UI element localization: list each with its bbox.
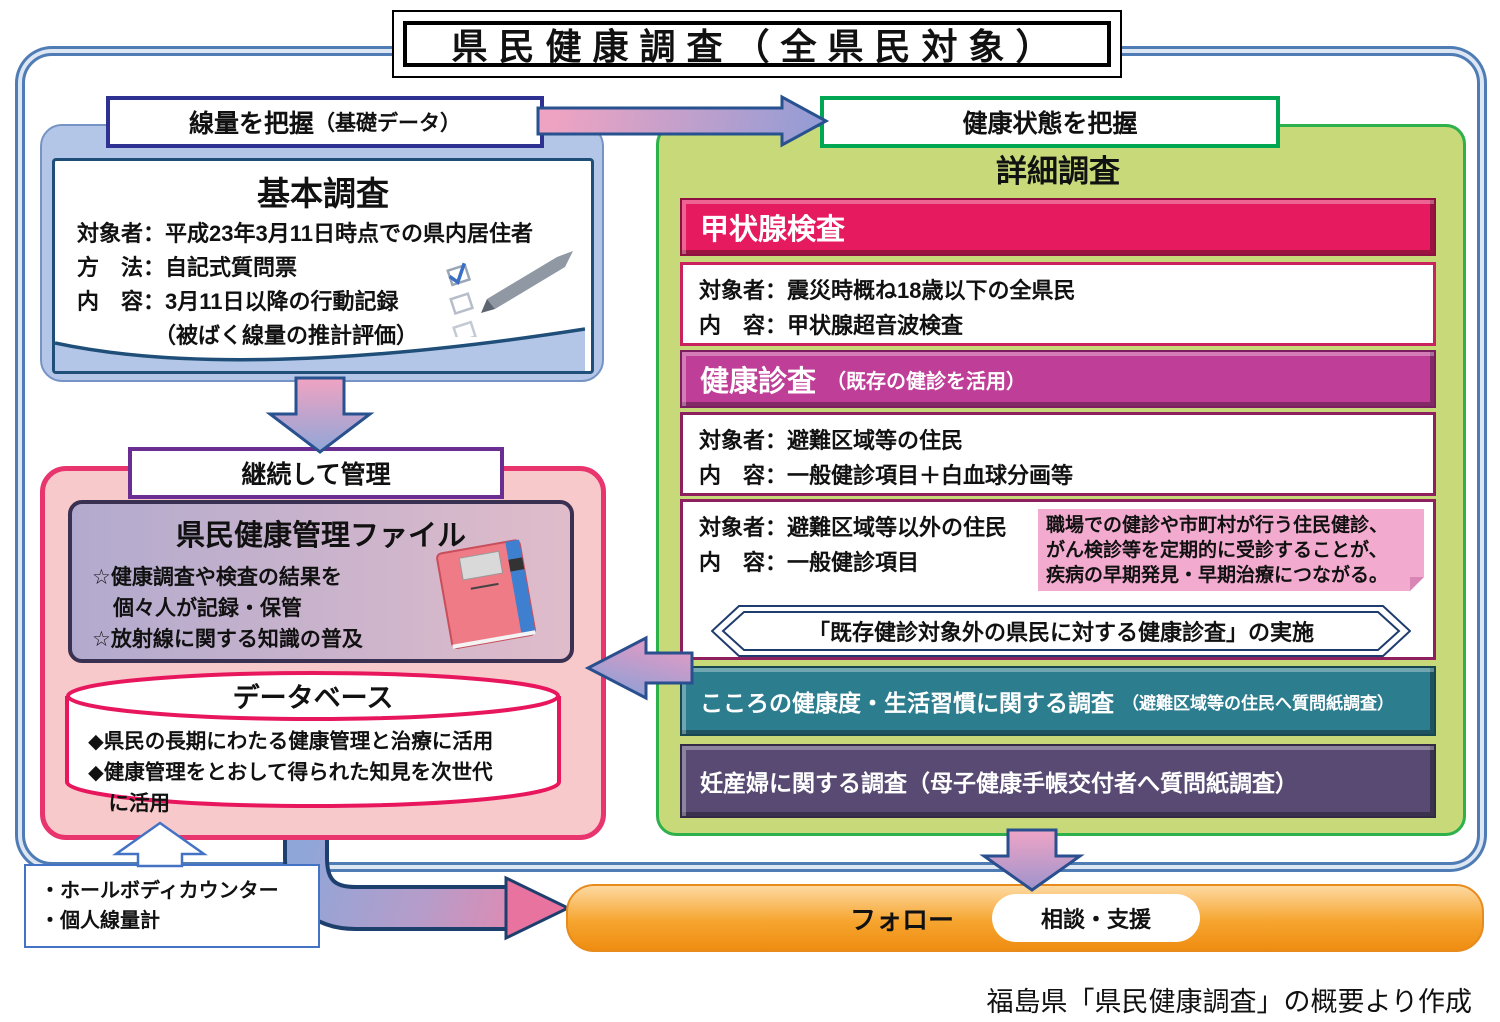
checkup2-line-2: 内 容：一般健診項目 [699,550,920,575]
wave-edge [55,327,585,371]
notebook-illustration [436,539,536,649]
health-file-line-1: ☆健康調査や検査の結果を [92,566,342,589]
checklist-pen-illustration [446,251,573,337]
database-line-3: に活用 [88,792,170,815]
basic-survey-title: 基本調査 [257,175,389,212]
pregnant-survey-bar: 妊産婦に関する調査（母子健康手帳交付者へ質問紙調査） [680,744,1436,818]
checkup-header-sub: （既存の健診を活用） [826,370,1027,393]
main-title: 県民健康調査（全県民対象） [392,10,1122,78]
dose-label-main: 線量を把握 [188,110,314,138]
note-line-1: 職場での健診や市町村が行う住民健診、 [1046,515,1389,536]
basic-line-1: 対象者：平成23年3月11日時点での県内居住者 [77,221,533,246]
support-pill: 相談・支援 [992,894,1200,942]
basic-line-3: 内 容：3月11日以降の行動記録 [77,289,399,314]
counter-line-2: ・個人線量計 [40,910,160,932]
health-file-title: 県民健康管理ファイル [175,520,466,552]
basic-survey-box: 基本調査 対象者：平成23年3月11日時点での県内居住者 方 法：自記式質問票 … [52,158,594,374]
follow-bar: フォロー 相談・支援 [566,884,1484,952]
cylinder-shape [65,671,561,808]
follow-label: フォロー [849,904,954,935]
basic-line-2: 方 法：自記式質問票 [77,255,298,280]
checkup2-line-1: 対象者：避難区域等以外の住民 [699,515,1008,540]
note-line-2: がん検診等を定期的に受診することが、 [1046,540,1388,561]
database-cylinder: データベース ◆県民の長期にわたる健康管理と治療に活用 ◆健康管理をとおして得ら… [64,670,562,815]
health-label: 健康状態を把握 [820,96,1280,148]
counter-line-1: ・ホールボディカウンター [40,880,279,902]
checkup-box-2: 対象者：避難区域等以外の住民 内 容：一般健診項目 職場での健診や市町村が行う住… [680,499,1436,660]
banner-hexagon [711,605,1411,657]
footer-credit: 福島県「県民健康調査」の概要より作成 [986,987,1472,1017]
checkup-box-1: 対象者：避難区域等の住民 内 容：一般健診項目＋白血球分画等 [680,412,1436,496]
banner-text: 「既存健診対象外の県民に対する健康診査」の実施 [807,620,1314,645]
manage-label: 継続して管理 [128,447,504,499]
note-fold-corner [1410,577,1424,591]
basic-line-4: （被ばく線量の推計評価） [77,323,419,348]
mental-survey-bar: こころの健康度・生活習慣に関する調査 （避難区域等の住民へ質問紙調査） [680,666,1436,736]
dose-label-sub: （基礎データ） [314,112,461,135]
database-title: データベース [232,683,394,713]
checkup-header-main: 健康診査 [700,366,817,398]
thyroid-box: 対象者：震災時概ね18歳以下の全県民 内 容：甲状腺超音波検査 [680,262,1436,346]
health-file-line-3: ☆放射線に関する知識の普及 [92,628,363,651]
health-file-line-2: 個々人が記録・保管 [92,597,302,620]
dose-label: 線量を把握（基礎データ） [106,96,544,148]
database-line-2: ◆健康管理をとおして得られた知見を次世代 [88,761,493,784]
thyroid-header-bar: 甲状腺検査 [680,198,1436,256]
note-sticky: 職場での健診や市町村が行う住民健診、 がん検診等を定期的に受診することが、 疾病… [1038,509,1424,591]
thyroid-line-2: 内 容：甲状腺超音波検査 [699,313,964,338]
mental-label: こころの健康度・生活習慣に関する調査 [700,690,1114,716]
database-line-1: ◆県民の長期にわたる健康管理と治療に活用 [88,730,494,753]
checkup1-line-2: 内 容：一般健診項目＋白血球分画等 [699,463,1074,488]
counter-box: ・ホールボディカウンター ・個人線量計 [24,864,320,948]
checkup-header-bar: 健康診査 （既存の健診を活用） [680,350,1436,408]
thyroid-line-1: 対象者：震災時概ね18歳以下の全県民 [699,278,1076,303]
health-file-box: 県民健康管理ファイル ☆健康調査や検査の結果を 個々人が記録・保管 ☆放射線に関… [68,500,574,663]
mental-label-sub: （避難区域等の住民へ質問紙調査） [1122,693,1394,713]
checkup1-line-1: 対象者：避難区域等の住民 [699,428,964,453]
note-line-3: 疾病の早期発見・早期治療につながる。 [1046,565,1389,586]
detail-survey-title: 詳細調査 [996,154,1120,189]
